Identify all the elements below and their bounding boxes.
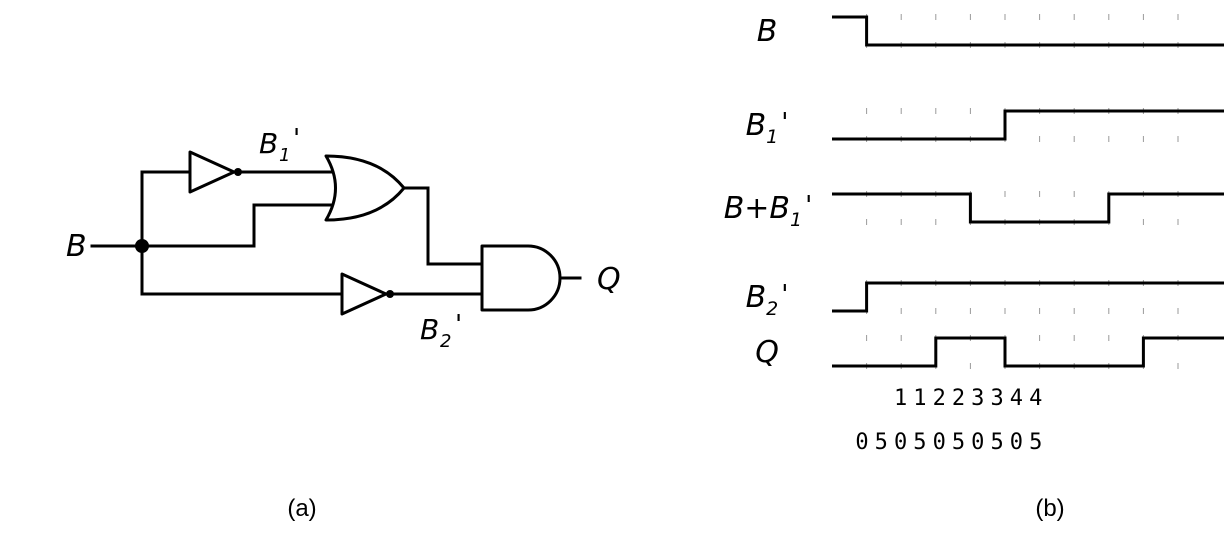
inverter-2-bubble <box>386 290 394 298</box>
signal-label-prime: ' <box>805 191 812 221</box>
inverter-1-label: B 1 ' <box>259 124 300 166</box>
time-tick-tens: 1 <box>894 386 907 411</box>
time-tick-tens: 2 <box>933 386 946 411</box>
signal-label-prime: ' <box>781 108 788 138</box>
inverter-1-bubble <box>234 168 242 176</box>
input-label-b: B <box>66 229 87 264</box>
or-gate <box>324 154 406 222</box>
signal-label-prime: ' <box>781 280 788 310</box>
waveform-B1p <box>832 109 1224 141</box>
output-label-q: Q <box>597 262 621 297</box>
logic-circuit: B Q B 1 ' B <box>66 124 621 352</box>
time-tick-tens: 3 <box>971 386 984 411</box>
time-tick-ones: 0 <box>933 430 946 455</box>
signal-label-Q: Q <box>755 335 779 370</box>
signal-label-BplusB1p: B+B1' <box>724 191 813 231</box>
label-b1-prime: ' <box>293 124 300 154</box>
time-tick-ones: 5 <box>875 430 888 455</box>
signal-label-B1p: B1' <box>746 108 789 148</box>
time-tick-ones: 0 <box>971 430 984 455</box>
waveform-B2p <box>832 281 1224 313</box>
time-tick-ones: 5 <box>952 430 965 455</box>
label-b2-sub: 2 <box>440 331 451 352</box>
signal-label-B: B <box>757 14 778 49</box>
waveform-Q <box>832 336 1224 368</box>
and-gate <box>480 244 562 312</box>
waveform-BplusB1p <box>832 192 1224 224</box>
signal-label-main: B <box>746 280 767 315</box>
time-tick-tens: 3 <box>990 386 1003 411</box>
inverter-2-label: B 2 ' <box>420 310 462 352</box>
time-tick-tens: 2 <box>952 386 965 411</box>
waveform-B <box>832 15 1224 47</box>
label-b2-prime: ' <box>455 310 462 340</box>
signal-label-sub: 1 <box>766 126 778 148</box>
time-tick-tens: 4 <box>1010 386 1023 411</box>
signal-label-sub: 1 <box>790 209 802 231</box>
label-b2-main: B <box>420 313 439 346</box>
time-tick-ones: 0 <box>855 430 868 455</box>
timing-labels: BB1'B+B1'B2'Q <box>724 14 813 370</box>
signal-label-main: B <box>757 14 778 49</box>
time-tick-ones: 5 <box>1029 430 1042 455</box>
timing-ticks <box>866 14 1179 369</box>
signal-label-main: B+B <box>724 191 790 226</box>
inverter-1 <box>188 150 236 194</box>
label-b1-sub: 1 <box>279 145 290 166</box>
wire-to-or-input-2 <box>140 203 338 248</box>
time-tick-ones: 5 <box>913 430 926 455</box>
caption-a: (a) <box>287 495 316 522</box>
caption-b: (b) <box>1035 495 1064 522</box>
signal-label-main: B <box>746 108 767 143</box>
time-tick-tens: 1 <box>913 386 926 411</box>
signal-label-B2p: B2' <box>746 280 789 320</box>
signal-label-main: Q <box>755 335 779 370</box>
time-tick-tens: 4 <box>1029 386 1042 411</box>
timing-waves <box>832 15 1224 368</box>
time-tick-ones: 5 <box>990 430 1003 455</box>
signal-label-sub: 2 <box>766 298 778 320</box>
or-output-wire <box>402 186 484 266</box>
inverter-2 <box>340 272 388 316</box>
time-tick-ones: 0 <box>894 430 907 455</box>
label-b1-main: B <box>259 127 278 160</box>
time-tick-ones: 0 <box>1010 430 1023 455</box>
